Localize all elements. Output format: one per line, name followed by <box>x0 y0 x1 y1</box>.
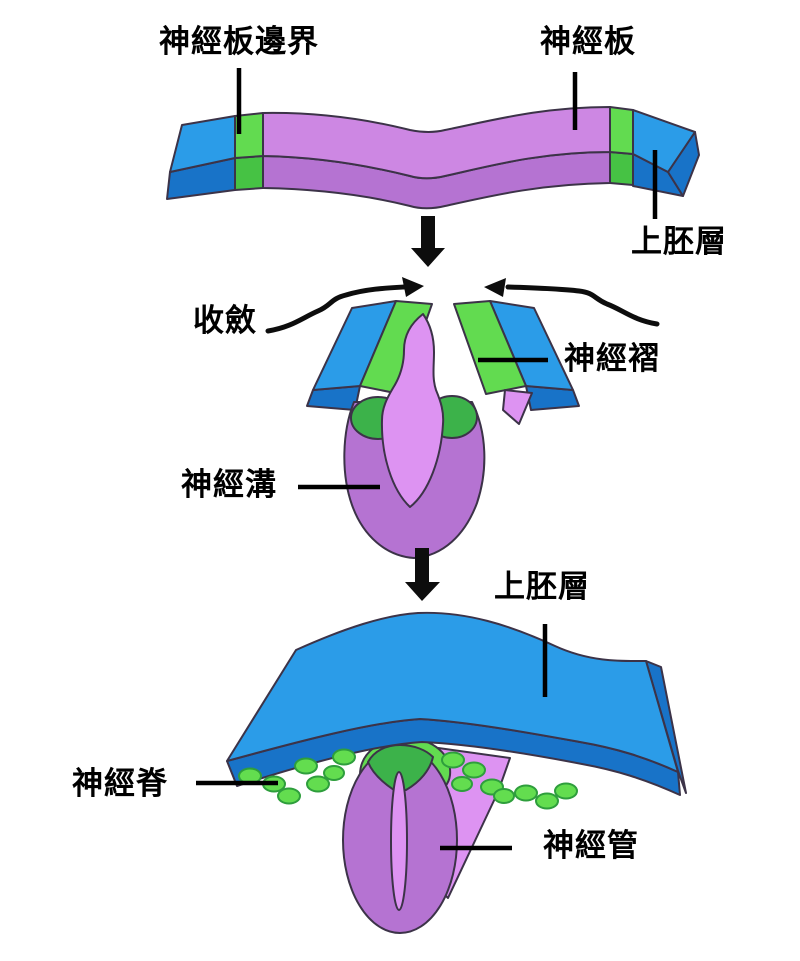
stage3-neural-tube-figure <box>226 611 687 934</box>
convergence-arrow-left-icon <box>265 284 407 334</box>
crest-cell <box>535 792 559 810</box>
label-neural-plate-border: 神經板邊界 <box>159 24 319 60</box>
crest-cell <box>277 787 301 805</box>
label-neural-plate: 神經板 <box>540 24 636 60</box>
label-neural-crest: 神經脊 <box>72 766 168 802</box>
label-neural-fold: 神經褶 <box>564 341 660 377</box>
label-neural-groove: 神經溝 <box>181 467 277 503</box>
stage1-border-left-front <box>234 155 264 191</box>
label-convergence: 收斂 <box>193 303 257 339</box>
convergence-arrow-right-icon <box>505 284 660 327</box>
stage1-border-right-top <box>609 106 634 155</box>
label-epiblast-bottom: 上胚層 <box>494 569 590 605</box>
crest-cell <box>323 765 345 781</box>
down-arrow-1-icon <box>411 216 445 267</box>
stage2-lumen-wedge <box>502 389 533 425</box>
stage2-groove-lumen <box>380 313 445 508</box>
crest-cell <box>294 757 318 775</box>
stage3-epiblast-sheet-top <box>226 611 679 773</box>
label-epiblast-top: 上胚層 <box>631 224 727 260</box>
crest-cell <box>332 748 356 766</box>
stage1-neural-plate-slab <box>166 106 700 210</box>
crest-cell <box>493 788 515 804</box>
stage1-border-right-front <box>609 151 634 186</box>
pointer-lines <box>196 68 658 851</box>
convergence-arrow-left-head <box>402 277 424 297</box>
stage3-neural-crest-cells <box>238 748 578 810</box>
crest-cell <box>462 761 486 779</box>
convergence-arrows <box>265 277 660 334</box>
down-arrow-2-icon <box>405 548 440 601</box>
convergence-arrow-right-head <box>484 278 506 297</box>
crest-cell <box>441 751 465 769</box>
crest-cell <box>306 775 330 793</box>
stage2-neural-fold-figure <box>306 300 580 559</box>
stage2-right-flap-green <box>453 300 527 395</box>
label-neural-tube: 神經管 <box>543 828 639 864</box>
crest-cell <box>514 784 538 802</box>
stage1-epiblast-right-top <box>632 109 696 173</box>
crest-cell <box>451 776 473 792</box>
stage3-tube-lumen-slit <box>390 771 408 911</box>
crest-cell <box>554 782 578 800</box>
